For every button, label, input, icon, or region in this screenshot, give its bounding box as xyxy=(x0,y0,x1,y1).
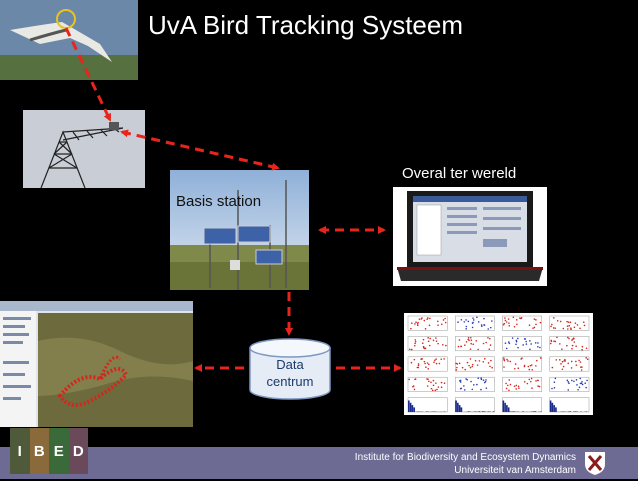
ibed-logo: I B E D xyxy=(10,428,88,474)
data-centrum-line2: centrum xyxy=(258,373,322,390)
basis-station-label: Basis station xyxy=(176,193,261,210)
gis-map-screenshot xyxy=(0,301,193,427)
analysis-plots-image xyxy=(404,313,593,415)
overal-ter-wereld-label: Overal ter wereld xyxy=(402,165,516,182)
university-name: Universiteit van Amsterdam xyxy=(355,464,576,477)
footer-text: Institute for Biodiversity and Ecosystem… xyxy=(355,451,576,477)
ibed-letter-e: E xyxy=(49,428,69,474)
institute-name: Institute for Biodiversity and Ecosystem… xyxy=(355,451,576,464)
arrow-pylon-to-base xyxy=(122,132,278,168)
uva-crest-icon xyxy=(582,450,608,476)
slide-title: UvA Bird Tracking Systeem xyxy=(148,10,463,41)
bird-photo xyxy=(0,0,138,80)
laptop-photo xyxy=(393,187,547,286)
data-centrum-line1: Data xyxy=(258,356,322,373)
ibed-letter-b: B xyxy=(30,428,50,474)
ibed-letter-d: D xyxy=(69,428,89,474)
pylon-antenna-photo xyxy=(23,110,145,188)
data-centrum-label: Data centrum xyxy=(258,356,322,390)
base-station-photo xyxy=(170,170,309,290)
ibed-letter-i: I xyxy=(10,428,30,474)
